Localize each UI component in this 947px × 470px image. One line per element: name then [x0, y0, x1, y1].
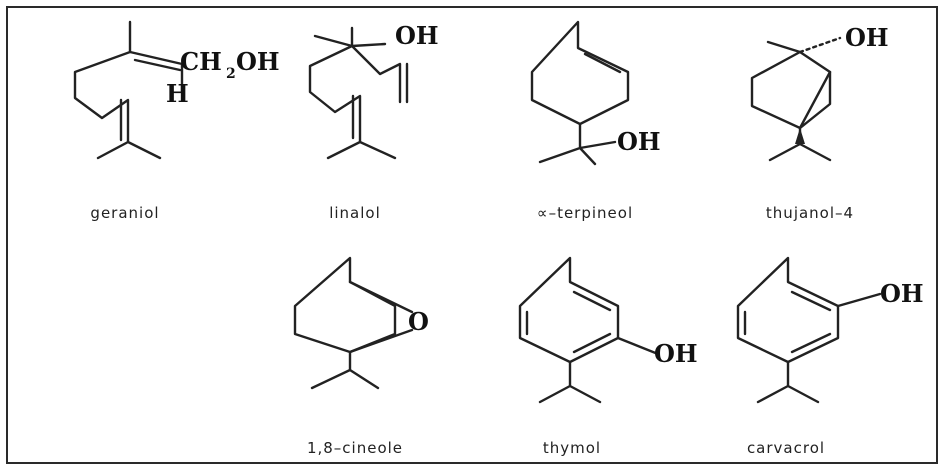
thymol-name: thymol [543, 439, 601, 457]
alpha-terpineol-oh-label: OH [617, 127, 661, 156]
carvacrol-oh-label: OH [880, 279, 924, 308]
thujanol-4-structure: OH thujanol–4 [750, 23, 889, 222]
figure-frame [6, 6, 938, 464]
alpha-terpineol-structure: OH ∝–terpineol [530, 20, 661, 222]
carvacrol-name: carvacrol [747, 439, 825, 457]
thujanol-4-oh-label: OH [845, 23, 889, 52]
carvacrol-structure: OH carvacrol [736, 256, 924, 457]
geraniol-ch-label: CH [180, 47, 222, 76]
linalol-name: linalol [329, 204, 381, 222]
linalol-structure: OH linalol [308, 21, 439, 222]
thymol-oh-label: OH [654, 339, 698, 368]
geraniol-h-label: H [166, 79, 189, 108]
linalol-oh-label: OH [395, 21, 439, 50]
geraniol-oh-label: OH [236, 47, 280, 76]
alpha-terpineol-name: ∝–terpineol [537, 204, 633, 222]
cineole-structure: O 1,8–cineole [293, 256, 429, 457]
geraniol-name: geraniol [90, 204, 159, 222]
geraniol-structure: CH 2 OH H geraniol [73, 20, 280, 222]
thymol-structure: OH thymol [518, 256, 698, 457]
cineole-name: 1,8–cineole [307, 439, 403, 457]
cineole-o-label: O [408, 307, 429, 336]
geraniol-subscript-2: 2 [226, 66, 236, 82]
thujanol-4-name: thujanol–4 [766, 204, 854, 222]
